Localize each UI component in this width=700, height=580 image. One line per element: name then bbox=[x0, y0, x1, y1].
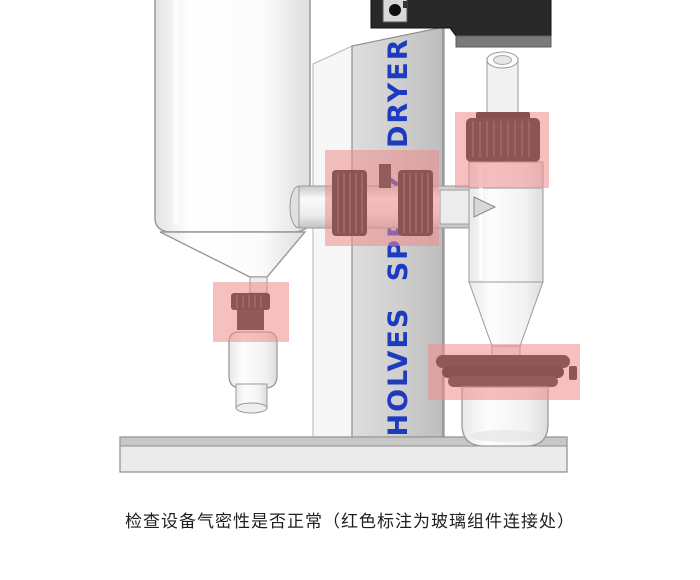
base-top-face bbox=[119, 436, 568, 447]
cyclone-cone bbox=[468, 281, 544, 347]
cyclone-collection-bottle bbox=[461, 386, 549, 447]
tower-side-face bbox=[312, 45, 353, 453]
highlight-cyclone-flange bbox=[428, 344, 580, 400]
control-knob bbox=[389, 4, 401, 16]
cyclone-inlet-nozzle bbox=[473, 196, 497, 218]
drying-chamber bbox=[154, 0, 311, 414]
machine-tower: HOLVES SPRAY DRYER bbox=[312, 26, 445, 453]
machine-illustration: HOLVES SPRAY DRYER bbox=[119, 0, 580, 473]
chamber-funnel bbox=[159, 231, 307, 278]
control-unit bbox=[370, 0, 552, 48]
cyclone-top-opening-inner bbox=[493, 55, 512, 65]
highlight-spray-tube-couplings bbox=[325, 150, 439, 246]
control-switch bbox=[403, 1, 407, 8]
bottle-bottom-shading bbox=[470, 430, 540, 442]
highlight-cyclone-top-cap bbox=[455, 112, 549, 188]
collector-bottom-ellipse bbox=[235, 402, 268, 414]
glass-joint-highlights bbox=[213, 112, 580, 400]
highlight-chamber-collector-joint bbox=[213, 282, 289, 342]
caption-text: 检查设备气密性是否正常（红色标注为玻璃组件连接处） bbox=[125, 512, 575, 531]
control-box-underside bbox=[455, 35, 552, 48]
